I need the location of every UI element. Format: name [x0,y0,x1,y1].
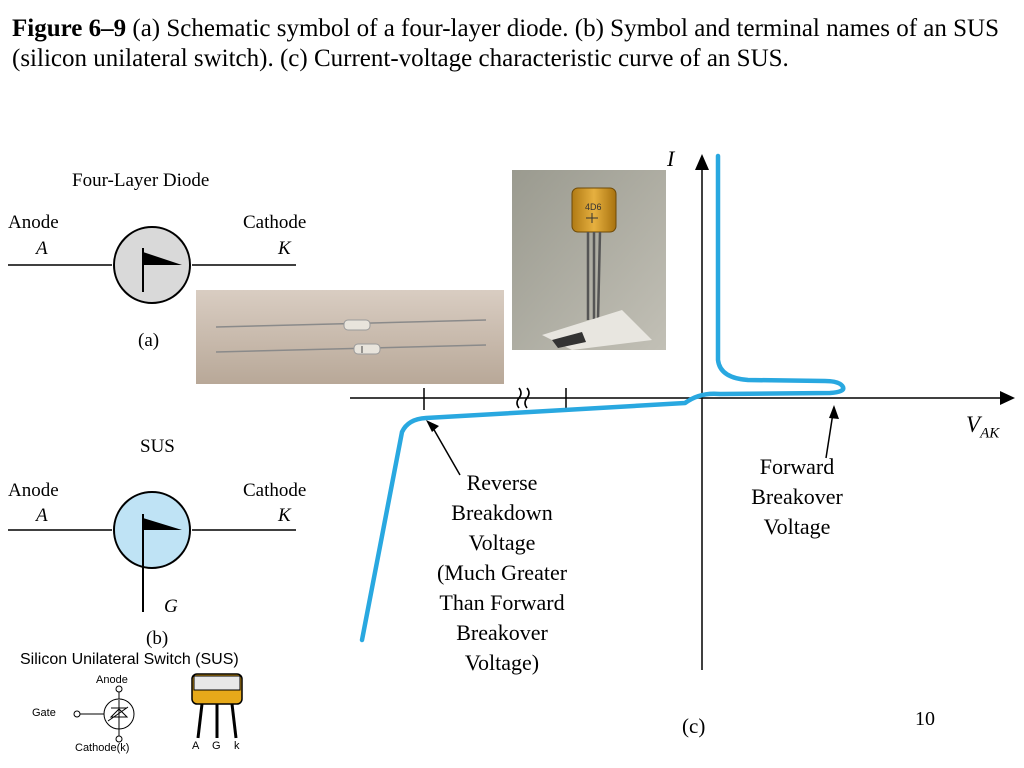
sus-anode-label: Anode [8,480,59,501]
pinout-gate-label: Gate [32,707,56,719]
device-marking: 4D6 [585,202,602,212]
caption-text: (a) Schematic symbol of a four-layer dio… [12,15,1000,72]
forward-line-3: Voltage [763,514,831,539]
pin-label-k: k [234,740,240,752]
iv-characteristic-chart [350,153,1015,670]
x-axis-label-main: V [966,412,981,437]
sus-mini-symbol [73,685,135,743]
pinout-anode-label: Anode [96,674,128,686]
sus-package-drawing [191,673,243,739]
figure-caption: Figure 6–9 (a) Schematic symbol of a fou… [12,14,1017,74]
four-layer-anode-letter: A [36,238,48,259]
forward-line-2: Breakover [751,484,843,509]
axial-diodes-illustration [196,290,504,384]
reverse-line-2: Breakdown [451,500,553,525]
pinout-cathode-label: Cathode(k) [75,742,130,754]
y-axis-label: I [667,146,675,171]
part-a-label: (a) [138,330,160,351]
four-layer-cathode-label: Cathode [243,212,307,233]
reverse-line-5: Than Forward [439,590,565,615]
part-c-label: (c) [682,714,706,738]
page-number: 10 [915,708,935,730]
sus-anode-letter: A [36,505,48,526]
figure-label: Figure 6–9 [12,15,127,42]
forward-line-1: Forward [759,454,835,479]
reverse-breakdown-annotation: Reverse Breakdown Voltage (Much Greater … [410,468,594,678]
four-layer-title: Four-Layer Diode [72,170,210,191]
forward-breakover-annotation: Forward Breakover Voltage [728,452,866,542]
axis-break [516,387,530,409]
reverse-pointer-head [426,420,439,432]
reverse-line-3: Voltage [468,530,536,555]
reverse-pointer [432,427,461,476]
sus-cathode-letter: K [278,505,291,526]
pin-label-a: A [192,740,200,752]
iv-curve [359,153,846,643]
sus-cathode-label: Cathode [243,480,307,501]
x-axis-label: VAK [966,412,999,443]
reverse-line-1: Reverse [466,470,538,495]
reverse-line-4: (Much Greater [436,560,568,585]
y-axis-arrow [695,154,709,170]
four-layer-cathode-letter: K [278,238,291,259]
four-layer-anode-label: Anode [8,212,59,233]
forward-pointer [825,412,834,459]
axial-diodes-photo [196,290,504,384]
sus-symbol [8,491,296,612]
reverse-line-7: Voltage) [464,650,540,675]
x-axis-arrow [1000,391,1015,405]
sus-gate-letter: G [164,596,178,617]
reverse-line-6: Breakover [456,620,548,645]
sus-device-illustration: 4D6 [512,170,666,350]
sus-pinout-title: Silicon Unilateral Switch (SUS) [20,651,239,668]
sus-device-photo: 4D6 [512,170,666,350]
forward-pointer-head [829,405,839,419]
pin-label-g: G [212,740,221,752]
part-b-label: (b) [146,628,169,649]
four-layer-diode-symbol [8,226,296,304]
x-axis-label-sub: AK [980,425,1000,442]
sus-title: SUS [140,436,175,457]
